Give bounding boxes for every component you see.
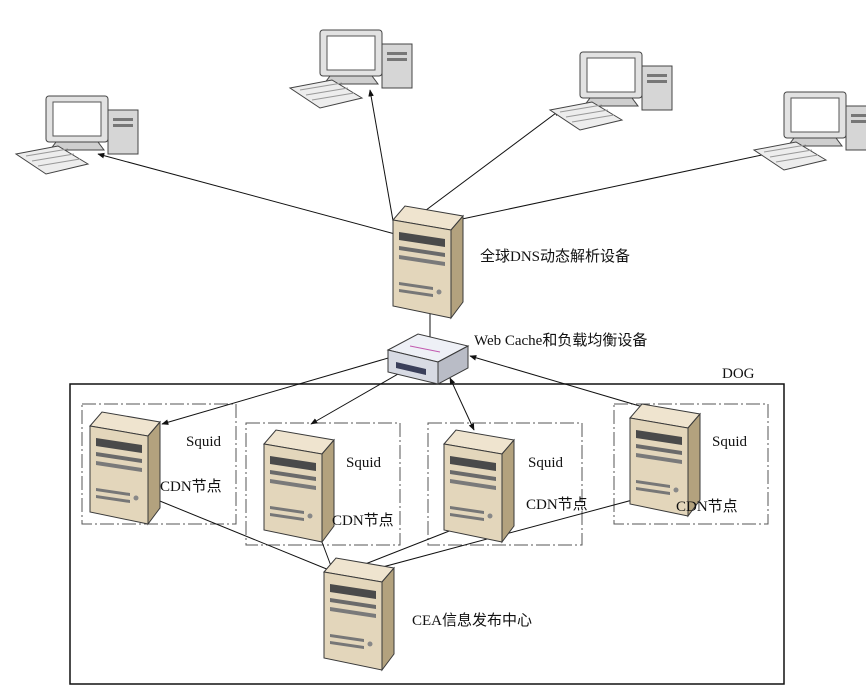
connection-lines [97, 89, 786, 575]
cdn-server-icon-2 [263, 429, 335, 543]
cea-server-icon [323, 557, 395, 671]
squid-label-3: Squid [528, 455, 564, 471]
squid-label-2: Squid [346, 455, 382, 471]
dns-server-icon [392, 205, 464, 319]
cea-label: CEA信息发布中心 [412, 612, 532, 629]
client-computer-icon-3 [549, 51, 673, 131]
squid-label-4: Squid [712, 434, 748, 450]
dog-frame [69, 383, 785, 685]
cdn-node-box-1 [81, 403, 237, 525]
client-computer-icon-1 [15, 95, 139, 175]
cdn-label-1: CDN节点 [160, 478, 222, 495]
dns-label: 全球DNS动态解析设备 [480, 247, 630, 265]
client-computer-icon-4 [753, 91, 866, 171]
cdn-node-box-3 [427, 422, 583, 546]
dog-label: DOG [722, 366, 755, 382]
load-balancer-icon [386, 333, 470, 385]
cdn-label-2: CDN节点 [332, 512, 394, 529]
cache-label: Web Cache和负载均衡设备 [474, 332, 647, 349]
cdn-node-box-4 [613, 403, 769, 525]
client-computer-icon-2 [289, 29, 413, 109]
squid-label-1: Squid [186, 434, 222, 450]
cdn-label-4: CDN节点 [676, 498, 738, 515]
cdn-server-icon-1 [89, 411, 161, 525]
cdn-server-icon-3 [443, 429, 515, 543]
cdn-label-3: CDN节点 [526, 496, 588, 513]
